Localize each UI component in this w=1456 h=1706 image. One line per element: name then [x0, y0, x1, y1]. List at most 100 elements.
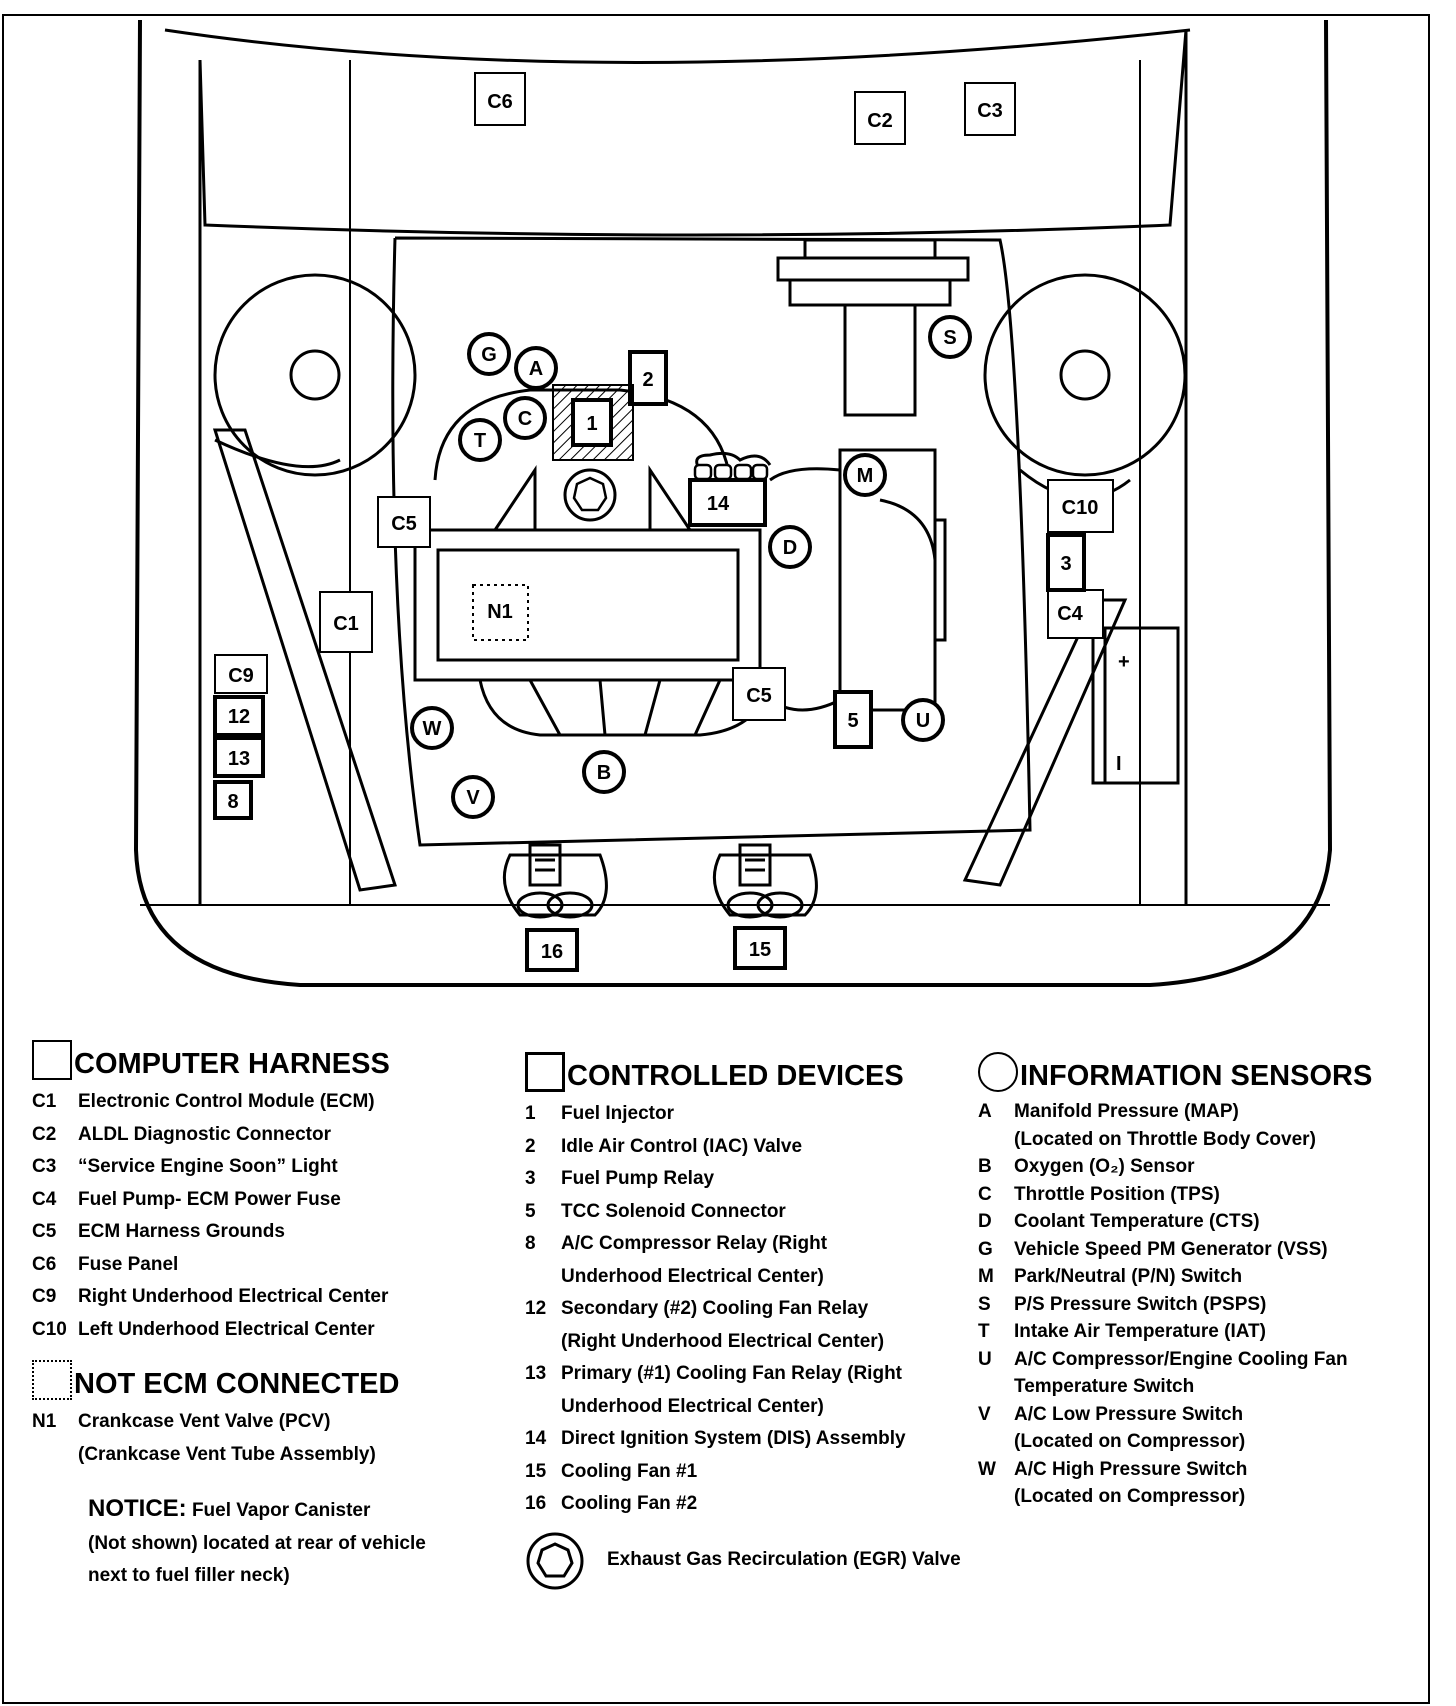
legend-title: INFORMATION SENSORS [1020, 1059, 1373, 1092]
hood-top [164, 28, 1191, 64]
dotted-square-icon [32, 1360, 72, 1400]
list-item-text: A/C High Pressure Switch [1014, 1458, 1248, 1480]
list-item-code: C3 [32, 1156, 57, 1177]
list-item-code: C6 [32, 1253, 57, 1275]
egr-item: Exhaust Gas Recirculation (EGR) Valve [525, 1531, 975, 1591]
legend-title: CONTROLLED DEVICES [567, 1059, 904, 1092]
list-item-code: T [978, 1321, 990, 1342]
label-device-14: 14 [707, 493, 730, 515]
list-item-continuation: (Located on Compressor) [1014, 1431, 1246, 1452]
list-item-continuation: (Right Underhood Electrical Center) [561, 1330, 885, 1352]
sensor-d [768, 525, 812, 569]
device-16 [525, 928, 579, 972]
connector-c3 [964, 82, 1016, 136]
device-13 [213, 736, 265, 778]
label-n1: N1 [487, 601, 513, 623]
label-device-8: 8 [227, 791, 238, 813]
list-item-text: Coolant Temperature (CTS) [1014, 1211, 1260, 1232]
label-sensor-m: M [857, 465, 874, 487]
list-item: 8 A/C Compressor Relay (Right [525, 1228, 975, 1261]
left-pulley [213, 273, 417, 477]
connector-c2 [854, 91, 906, 145]
label-c2: C2 [867, 110, 893, 132]
list-item-code: 8 [525, 1233, 536, 1254]
label-c1: C1 [333, 613, 359, 635]
list-item-code: 2 [525, 1135, 536, 1157]
list-item-text: Fuel Pump- ECM Power Fuse [78, 1188, 341, 1210]
label-c3: C3 [977, 100, 1003, 122]
connector-c1 [319, 591, 373, 653]
list-item-text: Right Underhood Electrical Center [78, 1286, 389, 1307]
sensor-c [503, 396, 547, 440]
connector-c5-left [377, 496, 431, 548]
list-item-code: C9 [32, 1286, 57, 1307]
list-item-continuation: (Located on Throttle Body Cover) [1014, 1128, 1316, 1150]
sensor-t [458, 418, 502, 462]
list-item-code: 12 [525, 1298, 547, 1319]
list-item-code: C5 [32, 1221, 57, 1242]
label-c9: C9 [228, 665, 254, 687]
list-item-text: P/S Pressure Switch (PSPS) [1014, 1293, 1267, 1315]
label-sensor-t: T [474, 430, 486, 452]
right-pulley [983, 273, 1187, 477]
list-item-text: A/C Compressor/Engine Cooling Fan [1014, 1348, 1348, 1370]
device-5 [833, 690, 873, 749]
air-intake [413, 528, 762, 682]
label-sensor-g: G [481, 344, 497, 366]
list-item: C5 ECM Harness Grounds [32, 1216, 512, 1249]
list-item-code: M [978, 1266, 994, 1287]
legend-title: COMPUTER HARNESS [74, 1047, 390, 1080]
label-device-3: 3 [1060, 553, 1071, 575]
list-item-code: 15 [525, 1460, 547, 1482]
engine-bay [391, 236, 1032, 847]
label-sensor-v: V [466, 787, 480, 809]
label-c4: C4 [1057, 603, 1083, 625]
list-item-code: 16 [525, 1493, 547, 1514]
list-item-continuation: Underhood Electrical Center) [561, 1265, 824, 1287]
list-item-continuation: (Crankcase Vent Tube Assembly) [78, 1443, 376, 1465]
sensor-a [514, 346, 558, 390]
battery [1091, 626, 1180, 785]
cowl-line [198, 29, 1188, 237]
diagram-frame [2, 14, 1430, 1704]
list-item-text: Fuel Injector [561, 1103, 674, 1124]
label-sensor-u: U [916, 710, 930, 732]
sensor-u [901, 698, 945, 742]
label-c10: C10 [1062, 497, 1099, 519]
label-c5-right: C5 [746, 685, 772, 707]
label-sensor-c: C [518, 408, 532, 430]
label-device-15: 15 [749, 939, 771, 961]
list-item-text: Left Underhood Electrical Center [78, 1318, 375, 1340]
label-device-16: 16 [541, 941, 563, 963]
list-item-code: C1 [32, 1091, 57, 1112]
list-item-text: A/C Compressor Relay (Right [561, 1233, 828, 1254]
list-item-text: ECM Harness Grounds [78, 1221, 285, 1242]
list-item: C3“Service Engine Soon” Light [32, 1151, 512, 1184]
list-item-continuation: Underhood Electrical Center) [561, 1395, 824, 1417]
list-item-code: D [978, 1211, 992, 1232]
list-item-text: Manifold Pressure (MAP) [1014, 1101, 1239, 1122]
list-item-text: Fuel Pump Relay [561, 1168, 715, 1189]
list-item-continuation: Temperature Switch [1014, 1376, 1195, 1397]
sensor-m [843, 453, 887, 497]
